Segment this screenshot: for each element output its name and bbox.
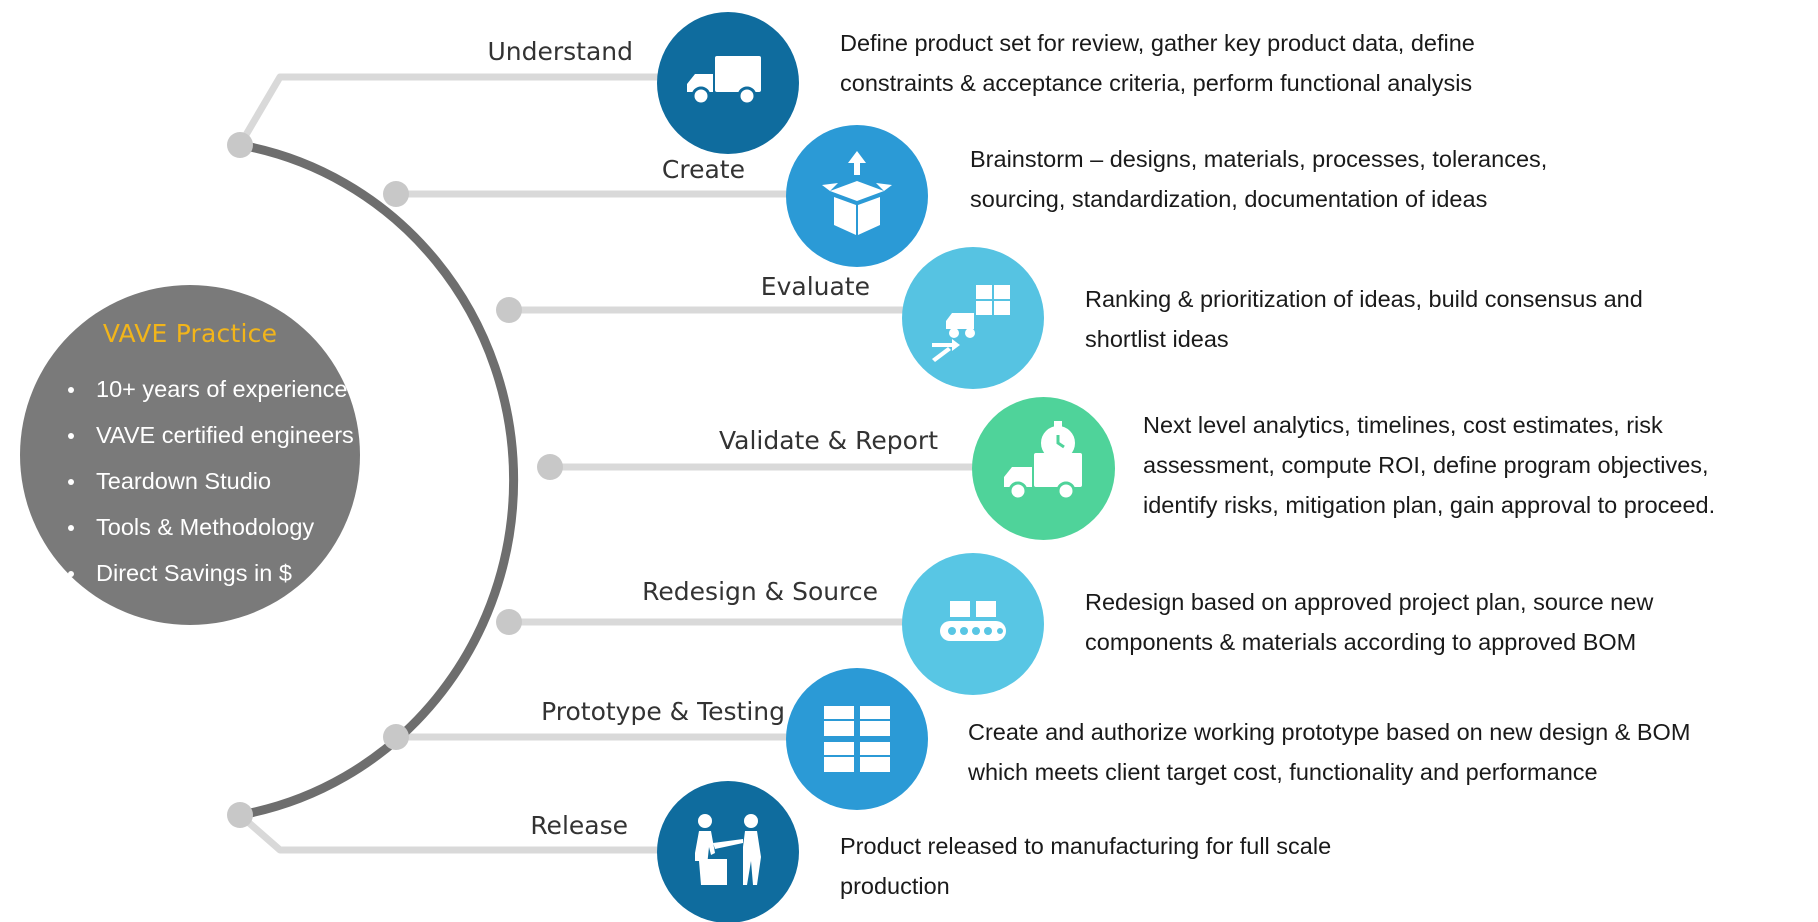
step-description-create: Brainstorm – designs, materials, process… [970, 139, 1547, 219]
description-line: Next level analytics, timelines, cost es… [1143, 412, 1663, 438]
step-description-redesign-source: Redesign based on approved project plan,… [1085, 582, 1653, 662]
connector-understand [236, 73, 664, 149]
open-box-icon [822, 151, 892, 235]
description-line: Brainstorm – designs, materials, process… [970, 146, 1548, 172]
center-bullet: Teardown Studio [64, 458, 354, 504]
stacked-boxes-icon [824, 706, 890, 772]
node-release [227, 802, 253, 828]
description-line: Redesign based on approved project plan,… [1085, 589, 1654, 615]
truck-stopwatch-icon [1004, 421, 1082, 501]
step-icon-redesign-source[interactable] [902, 553, 1044, 695]
center-bullet: Direct Savings in $ [64, 550, 354, 596]
center-bullet: Tools & Methodology [64, 504, 354, 550]
center-circle [20, 285, 360, 625]
description-line: components & materials according to appr… [1085, 629, 1637, 655]
description-line: Ranking & prioritization of ideas, build… [1085, 286, 1643, 312]
step-label-create: Create [661, 155, 745, 184]
description-line: Create and authorize working prototype b… [968, 719, 1691, 745]
step-icon-validate-report[interactable] [972, 397, 1115, 540]
step-icon-create[interactable] [786, 125, 928, 267]
forklift-arrows-icon [932, 285, 1010, 362]
description-line: assessment, compute ROI, define program … [1143, 452, 1709, 478]
step-label-understand: Understand [487, 37, 633, 66]
process-arc [235, 140, 519, 820]
description-line: which meets client target cost, function… [968, 759, 1598, 785]
description-line: shortlist ideas [1085, 326, 1229, 352]
description-line: identify risks, mitigation plan, gain ap… [1143, 492, 1716, 518]
step-icon-release[interactable] [657, 781, 799, 922]
conveyor-belt-icon [940, 601, 1006, 641]
arc-nodes [227, 132, 563, 828]
center-title: VAVE Practice [102, 319, 278, 348]
center-bullet-text: 10+ years of experience [96, 376, 348, 402]
step-label-redesign-source: Redesign & Source [642, 577, 878, 606]
bullet-dot-icon [68, 433, 74, 439]
step-description-evaluate: Ranking & prioritization of ideas, build… [1085, 279, 1643, 359]
center-bullet-text: Tools & Methodology [96, 514, 315, 540]
step-description-prototype-testing: Create and authorize working prototype b… [968, 712, 1690, 792]
step-label-prototype-testing: Prototype & Testing [541, 697, 785, 726]
step-icon-understand[interactable] [657, 12, 799, 154]
bullet-dot-icon [68, 571, 74, 577]
bullet-dot-icon [68, 479, 74, 485]
center-bullet-text: Teardown Studio [96, 468, 272, 494]
node-create [383, 181, 409, 207]
description-line: constraints & acceptance criteria, perfo… [840, 70, 1473, 96]
connector-release [236, 811, 664, 854]
step-description-understand: Define product set for review, gather ke… [840, 23, 1475, 103]
center-bullet: 10+ years of experience [64, 366, 354, 412]
description-line: Product released to manufacturing for fu… [840, 833, 1332, 859]
delivery-truck-icon [687, 56, 761, 106]
step-description-validate-report: Next level analytics, timelines, cost es… [1143, 405, 1715, 525]
center-bullet-text: Direct Savings in $ [96, 560, 292, 586]
step-description-release: Product released to manufacturing for fu… [840, 826, 1331, 906]
connector-lines [236, 73, 1004, 854]
bullet-dot-icon [68, 387, 74, 393]
node-understand [227, 132, 253, 158]
node-validate [537, 454, 563, 480]
node-prototype [383, 724, 409, 750]
node-evaluate [496, 297, 522, 323]
step-icon-prototype-testing[interactable] [786, 668, 928, 810]
step-label-release: Release [530, 811, 628, 840]
description-line: sourcing, standardization, documentation… [970, 186, 1488, 212]
center-panel: VAVE Practice 10+ years of experience VA… [20, 275, 360, 635]
step-icon-evaluate[interactable] [902, 247, 1044, 389]
center-bullet-text: VAVE certified engineers [96, 422, 354, 448]
center-bullet-list: 10+ years of experience VAVE certified e… [64, 366, 354, 596]
step-label-evaluate: Evaluate [760, 272, 870, 301]
description-line: Define product set for review, gather ke… [840, 30, 1475, 56]
description-line: production [840, 873, 950, 899]
center-bullet: VAVE certified engineers [64, 412, 354, 458]
bullet-dot-icon [68, 525, 74, 531]
step-label-validate-report: Validate & Report [718, 426, 938, 455]
handover-people-icon [695, 814, 761, 885]
node-redesign [496, 609, 522, 635]
